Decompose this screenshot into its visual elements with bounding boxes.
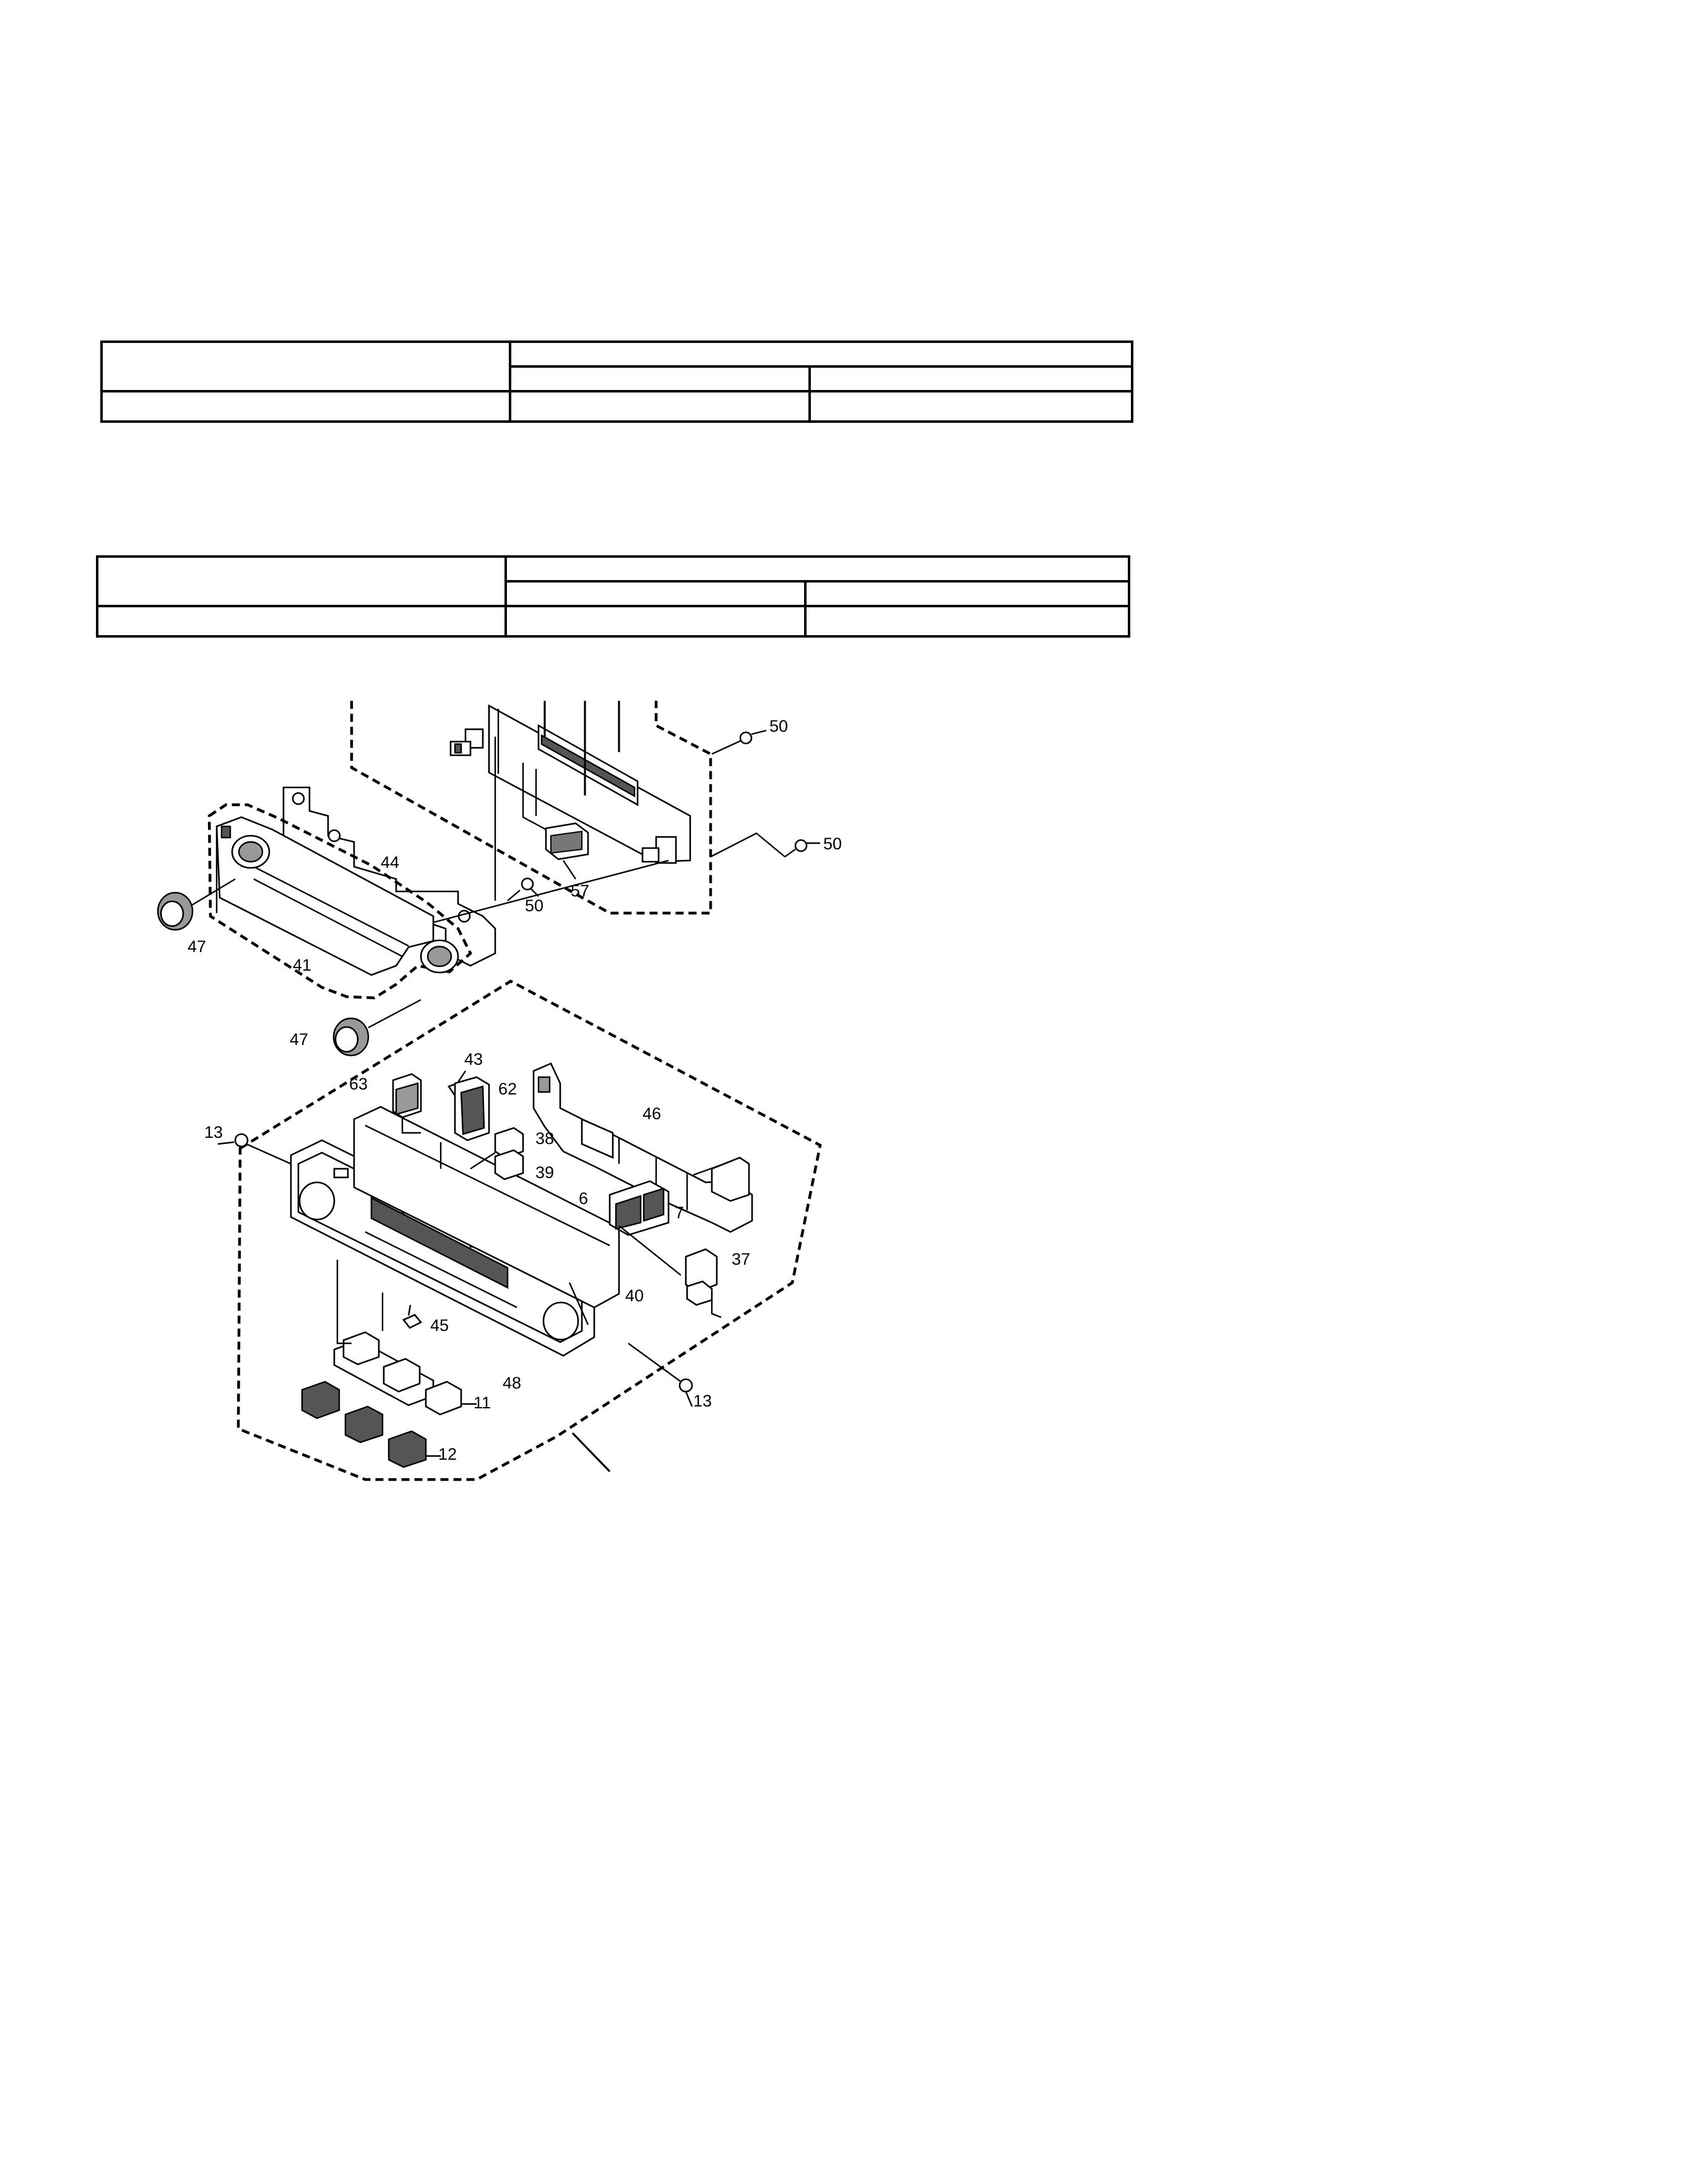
callout-63: 63 (349, 1075, 368, 1093)
screw-icon (711, 729, 767, 755)
callout-13: 13 (693, 1392, 712, 1410)
table-2-cell (804, 605, 1130, 638)
callout-47: 47 (290, 1030, 308, 1049)
callout-44: 44 (381, 853, 399, 872)
callout-12: 12 (438, 1445, 457, 1463)
table-1-subheader-1 (509, 365, 811, 392)
parts-table-1 (100, 340, 1133, 423)
table-1-header-left (100, 340, 511, 392)
callout-50: 50 (823, 834, 842, 853)
screw-icon (628, 1343, 693, 1407)
callout-40: 40 (625, 1286, 644, 1305)
bracket-46 (532, 1062, 753, 1233)
callout-45: 45 (430, 1316, 449, 1335)
table-1-subheader-2 (808, 365, 1133, 392)
callout-57: 57 (571, 882, 589, 900)
table-2-cell (504, 605, 807, 638)
screw-icon (217, 1133, 292, 1165)
button-strip-11 (333, 1331, 477, 1416)
table-1-cell (100, 390, 511, 423)
callout-43: 43 (464, 1050, 483, 1068)
switch-6-7 (608, 1180, 670, 1236)
button-strip-12 (301, 1380, 441, 1468)
table-1-cell (509, 390, 811, 423)
callout-39: 39 (535, 1163, 554, 1182)
callout-6: 6 (579, 1189, 588, 1208)
callout-7: 7 (675, 1203, 684, 1222)
switch-62 (439, 1076, 490, 1169)
control-frame-group (157, 786, 669, 1057)
callout-48: 48 (503, 1374, 521, 1392)
table-1-header-span (509, 340, 1133, 368)
knob-icon (157, 878, 236, 931)
table-2-header-left (96, 555, 507, 607)
callout-13: 13 (204, 1123, 223, 1142)
screw-icon (710, 832, 820, 858)
table-2-subheader-1 (504, 580, 807, 607)
callout-47: 47 (188, 937, 206, 956)
switch-37 (618, 1225, 722, 1319)
table-2-subheader-2 (804, 580, 1130, 607)
callout-50: 50 (525, 896, 543, 915)
table-1-cell (808, 390, 1133, 423)
front-panel-group (217, 979, 822, 1481)
clip-icon (402, 1304, 423, 1329)
table-2-cell (96, 605, 507, 638)
callout-38: 38 (535, 1129, 554, 1148)
callout-labels: 50 50 50 57 44 47 41 47 43 63 62 46 13 3… (188, 717, 842, 1463)
switch-63 (392, 1073, 422, 1134)
callout-11: 11 (474, 1393, 491, 1412)
pcb-assembly-group (350, 701, 820, 915)
callout-41: 41 (293, 956, 311, 974)
callout-50: 50 (769, 717, 788, 735)
callout-62: 62 (498, 1080, 517, 1098)
parts-table-2 (96, 555, 1130, 638)
callout-37: 37 (732, 1250, 750, 1268)
knob-icon (332, 999, 422, 1057)
table-2-header-span (504, 555, 1130, 583)
callout-46: 46 (643, 1104, 661, 1123)
switch-38-39 (470, 1127, 524, 1181)
